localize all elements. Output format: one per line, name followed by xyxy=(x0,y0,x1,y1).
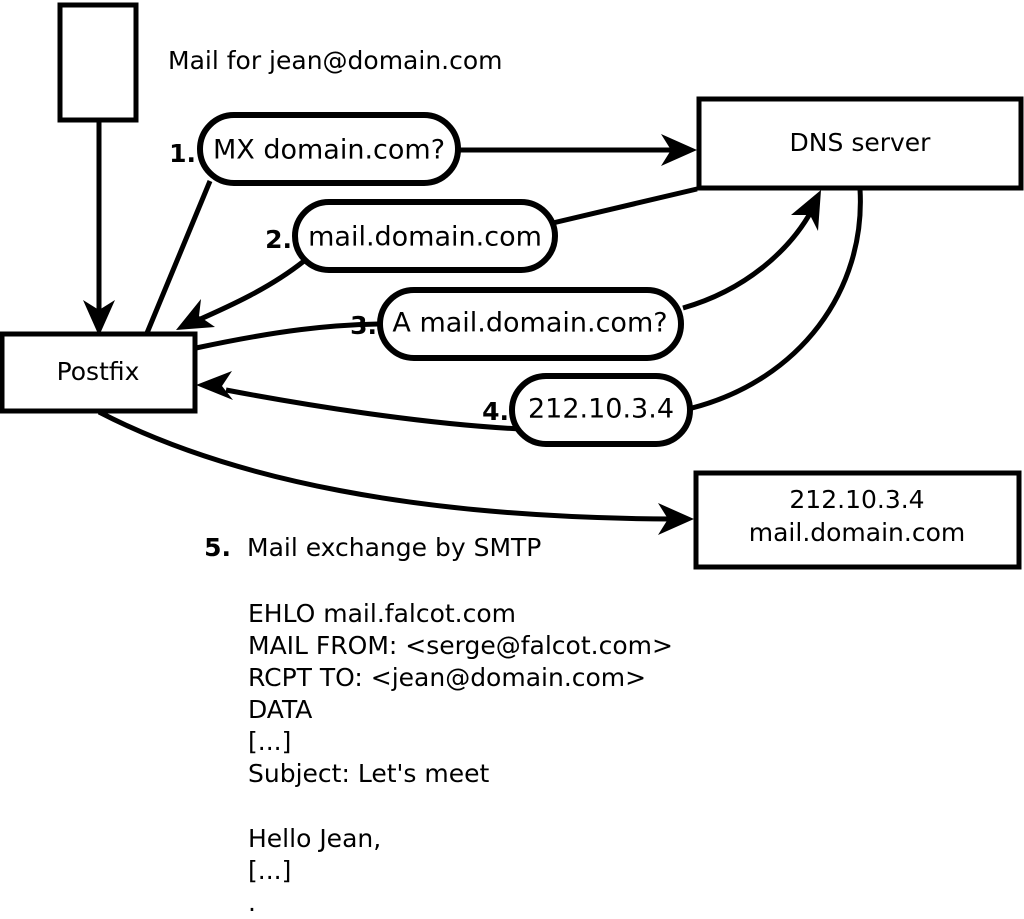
edge-dns-to-step4 xyxy=(691,188,863,411)
step-2-label: mail.domain.com xyxy=(308,222,542,253)
edge-postfix-to-step3 xyxy=(195,321,379,351)
node-dns-server-label: DNS server xyxy=(790,128,932,157)
smtp-line-8: [...] xyxy=(248,856,291,885)
node-postfix[interactable]: Postfix xyxy=(0,331,198,414)
step-3-label: A mail.domain.com? xyxy=(392,308,667,339)
node-target-mx-hostname: mail.domain.com xyxy=(749,518,965,547)
step-1[interactable]: 1. MX domain.com? xyxy=(169,112,461,186)
smtp-line-9: . xyxy=(248,888,256,917)
node-dns-server[interactable]: DNS server xyxy=(696,96,1024,191)
edge-sender-to-postfix xyxy=(83,122,115,336)
step-3-number: 3. xyxy=(350,311,377,340)
step-2-bubble[interactable] xyxy=(292,199,558,273)
step-4-number: 4. xyxy=(482,397,509,426)
edge-step1-to-dns xyxy=(458,134,697,166)
smtp-transcript: EHLO mail.falcot.com MAIL FROM: <serge@f… xyxy=(248,599,673,917)
step-4-bubble[interactable] xyxy=(509,373,693,447)
step-4-label: 212.10.3.4 xyxy=(528,394,674,425)
smtp-line-4: [...] xyxy=(248,727,291,756)
edge-step2-to-postfix xyxy=(176,259,306,330)
smtp-line-5: Subject: Let's meet xyxy=(248,759,489,788)
step-2[interactable]: 2. mail.domain.com xyxy=(265,199,558,273)
node-postfix-label: Postfix xyxy=(57,357,140,386)
step-1-bubble[interactable] xyxy=(197,112,461,186)
step-5-label: Mail exchange by SMTP xyxy=(247,533,541,562)
step-3-bubble[interactable] xyxy=(377,287,684,361)
smtp-line-1: MAIL FROM: <serge@falcot.com> xyxy=(248,631,673,660)
smtp-line-0: EHLO mail.falcot.com xyxy=(248,599,516,628)
step-5-number: 5. xyxy=(204,533,231,562)
node-target-mx[interactable]: 212.10.3.4 mail.domain.com xyxy=(693,470,1022,570)
node-sender-host[interactable] xyxy=(57,2,139,123)
node-target-mx-ip: 212.10.3.4 xyxy=(789,485,924,514)
smtp-line-3: DATA xyxy=(248,695,312,724)
smtp-line-7: Hello Jean, xyxy=(248,824,381,853)
edge-step4-to-postfix xyxy=(196,371,522,432)
smtp-line-2: RCPT TO: <jean@domain.com> xyxy=(248,663,646,692)
mail-for-caption: Mail for jean@domain.com xyxy=(168,46,503,75)
step-3[interactable]: 3. A mail.domain.com? xyxy=(350,287,684,361)
edge-postfix-to-step1 xyxy=(144,180,213,334)
step-2-number: 2. xyxy=(265,225,292,254)
edge-step3-to-dns xyxy=(682,190,821,311)
edge-dns-to-step2 xyxy=(539,186,698,229)
step-1-number: 1. xyxy=(169,139,196,168)
edge-postfix-to-target xyxy=(97,409,694,535)
step-1-label: MX domain.com? xyxy=(213,135,445,166)
step-5: 5. Mail exchange by SMTP xyxy=(204,533,541,562)
step-4[interactable]: 4. 212.10.3.4 xyxy=(482,373,693,447)
